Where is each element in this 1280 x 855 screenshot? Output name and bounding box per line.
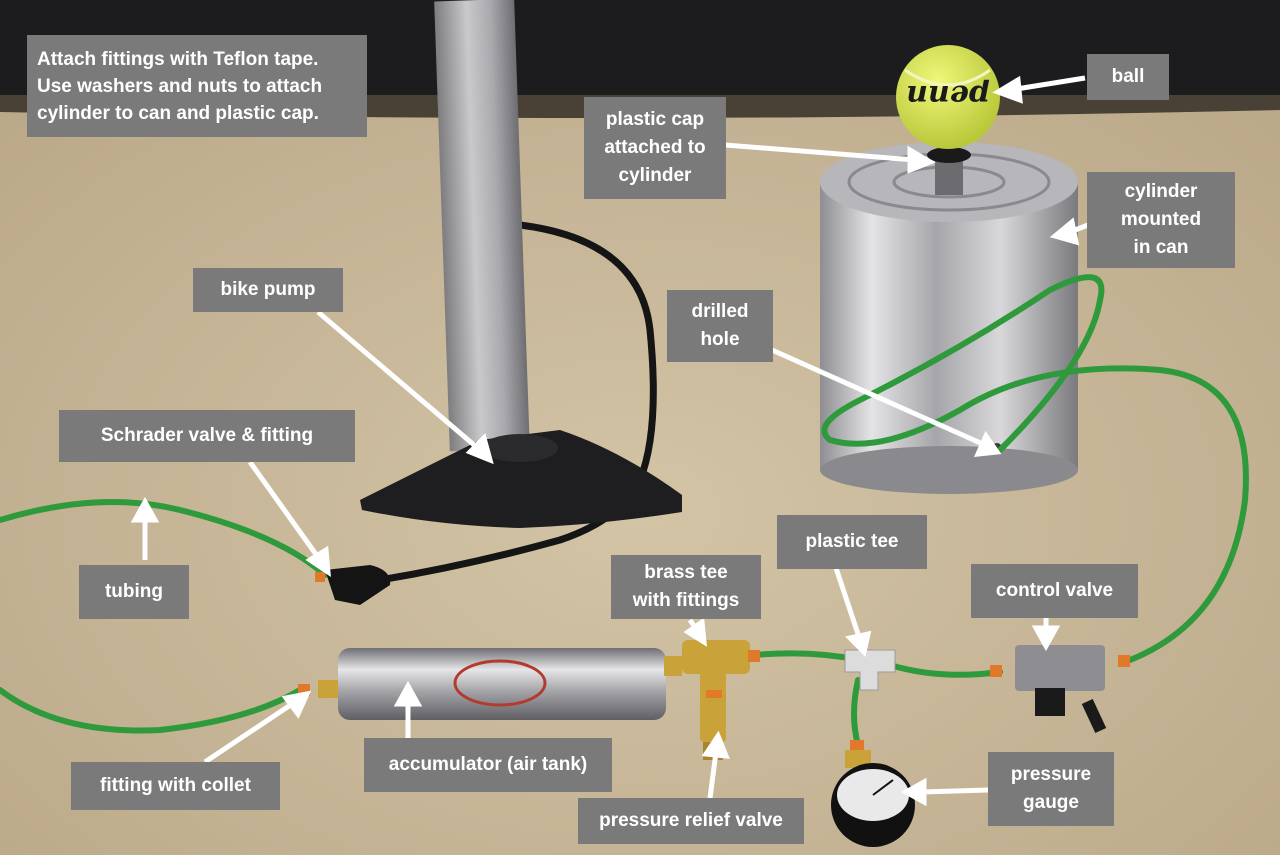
arrow-schrader-head (305, 545, 331, 577)
label-accumulator: accumulator (air tank) (364, 738, 612, 792)
label-drilled-hole: drilled hole (667, 290, 773, 362)
arrow-gauge (921, 787, 989, 795)
arrow-fitting-collet-head (281, 690, 312, 719)
arrow-brass-tee-head (683, 617, 707, 647)
valve-body (1015, 645, 1105, 691)
arrow-accumulator-head (393, 680, 423, 707)
arrow-schrader (247, 460, 323, 562)
tubing-plastic-valve (887, 662, 1003, 678)
arrow-bike-pump (316, 310, 482, 452)
ball-brand-text: penn (906, 78, 990, 113)
label-instructions: Attach fittings with Teflon tape. Use wa… (27, 35, 367, 137)
plastic-cap-shape (927, 147, 971, 163)
arrow-plastic-tee (833, 567, 863, 641)
can-body (820, 180, 1078, 470)
arrow-relief-valve-head (701, 730, 730, 759)
label-tubing: tubing (79, 565, 189, 619)
arrow-cylinder-head (1049, 217, 1080, 246)
label-plastic-tee: plastic tee (777, 515, 927, 569)
label-plastic-cap: plastic cap attached to cylinder (584, 97, 726, 199)
arrow-plastic-cap (724, 142, 916, 163)
arrow-control-valve-head (1031, 625, 1061, 652)
arrow-tubing-head (130, 496, 160, 523)
brass-tee-stem (700, 672, 726, 742)
label-schrader-valve: Schrader valve & fitting (59, 410, 355, 462)
label-ball: ball (1087, 54, 1169, 100)
tank-left-fitting (318, 680, 338, 698)
tank-red-logo (453, 659, 547, 707)
annotation-arrows (130, 75, 1089, 807)
tubing-left-pump (0, 499, 328, 578)
arrow-ball-head (992, 75, 1023, 104)
valve-lever (1081, 698, 1107, 734)
arrow-relief-valve (707, 751, 719, 799)
fitting-relief (706, 690, 722, 698)
label-pressure-relief-valve: pressure relief valve (578, 798, 804, 844)
label-bike-pump: bike pump (193, 268, 343, 312)
pump-pole (434, 0, 530, 452)
pump-base (360, 430, 682, 528)
tennis-ball: penn (896, 45, 1000, 149)
pressure-gauge-shape (831, 750, 915, 847)
arrow-plastic-tee-head (845, 630, 872, 657)
brass-tee-body (682, 640, 750, 674)
arrow-bike-pump-head (465, 433, 494, 465)
tank-body (338, 648, 666, 720)
ball-seam (904, 68, 991, 87)
arrow-plastic-cap-head (907, 145, 936, 174)
fitting-valve-right (1118, 655, 1130, 667)
arrow-ball (1009, 75, 1086, 93)
accumulator-tank (318, 648, 682, 720)
can-bottom (820, 446, 1078, 494)
arrow-drilled-hole-head (973, 430, 1002, 457)
arrow-drilled-hole (770, 347, 987, 448)
tubing-loop-can (821, 274, 1249, 663)
fitting-schrader (315, 572, 325, 582)
tubing-left-tank (0, 687, 303, 734)
green-tubing (0, 274, 1249, 748)
label-control-valve: control valve (971, 564, 1138, 618)
plastic-tee-shape (844, 649, 896, 691)
arrow-gauge-head (900, 777, 927, 807)
ball-shape (896, 45, 1000, 149)
can (820, 142, 1078, 494)
orange-fittings (298, 572, 1130, 752)
pump-base-collar (482, 434, 558, 462)
tank-right-fitting (664, 656, 682, 676)
label-brass-tee: brass tee with fittings (611, 555, 761, 619)
label-fitting-with-collet: fitting with collet (71, 762, 280, 810)
label-pressure-gauge: pressure gauge (988, 752, 1114, 826)
gauge-needle (872, 779, 894, 796)
control-valve-shape (1015, 645, 1107, 734)
schrader-valve-shape (325, 565, 391, 605)
arrow-fitting-collet (203, 699, 297, 765)
valve-lever-base (1035, 688, 1065, 716)
fitting-gauge (850, 740, 864, 752)
gauge-stem (845, 750, 871, 768)
fitting-brass-right (748, 650, 760, 662)
tubing-gauge (851, 677, 861, 748)
label-cylinder-mounted: cylinder mounted in can (1087, 172, 1235, 268)
fitting-valve-left (990, 665, 1002, 677)
bike-pump (360, 0, 682, 584)
